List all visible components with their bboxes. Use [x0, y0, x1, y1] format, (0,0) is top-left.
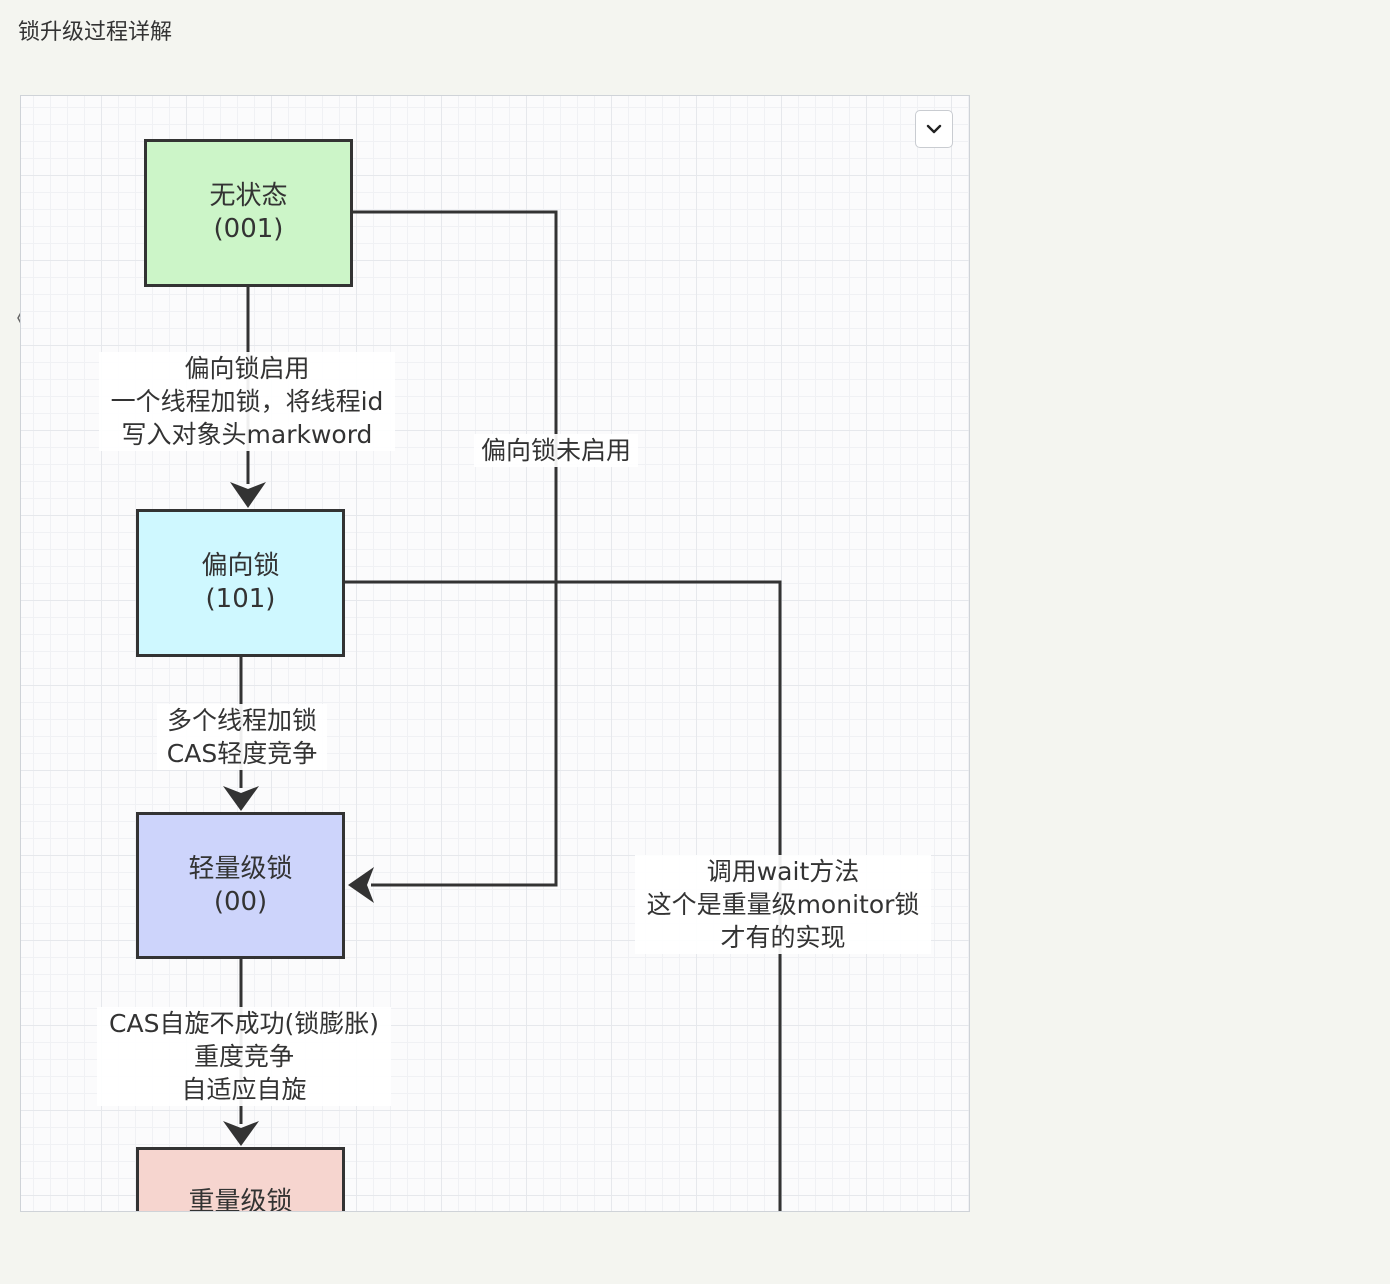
node-heavyweight: 重量级锁 — [136, 1147, 345, 1212]
edge-label-line: 才有的实现 — [720, 923, 846, 952]
node-biased: 偏向锁 (101) — [136, 509, 345, 657]
collapse-button[interactable] — [915, 110, 953, 148]
edge-label-line: 偏向锁启用 — [184, 354, 310, 383]
node-heavyweight-name: 重量级锁 — [188, 1187, 293, 1212]
node-lightweight: 轻量级锁 (00) — [136, 812, 345, 959]
node-stateless-code: (001) — [213, 214, 284, 244]
node-biased-name: 偏向锁 — [201, 551, 280, 581]
node-stateless: 无状态 (001) — [144, 139, 353, 287]
edge-label-line: 自适应自旋 — [181, 1075, 307, 1104]
edge-label-line: 重度竞争 — [193, 1042, 294, 1071]
edge-label-line: CAS自旋不成功(锁膨胀) — [109, 1009, 379, 1038]
page-title: 锁升级过程详解 — [18, 20, 173, 45]
arrowhead-to-heavyweight — [223, 1121, 259, 1146]
chevron-down-icon — [926, 124, 942, 134]
node-stateless-name: 无状态 — [209, 181, 288, 211]
edge-label-bias-disabled: 偏向锁未启用 — [474, 434, 638, 467]
edge-label-multi-thread: 多个线程加锁 CAS轻度竞争 — [157, 704, 327, 770]
edge-label-line: 多个线程加锁 — [166, 706, 317, 735]
arrowhead-to-lightweight-from-stateless — [348, 867, 374, 903]
edge-label-line: 写入对象头markword — [121, 420, 373, 449]
edge-line-wait — [344, 580, 782, 1211]
arrowhead-to-lightweight-from-biased — [223, 786, 259, 811]
edge-label-line: 一个线程加锁，将线程id — [110, 387, 384, 416]
diagram-canvas: 无状态 (001) 偏向锁 (101) 轻量级锁 (00) 重量级锁 偏向锁启用… — [20, 95, 970, 1212]
node-lightweight-code: (00) — [213, 886, 268, 917]
edge-label-bias-enabled: 偏向锁启用 一个线程加锁，将线程id 写入对象头markword — [99, 352, 395, 451]
arrowhead-to-biased — [230, 482, 266, 508]
edge-label-wait: 调用wait方法 这个是重量级monitor锁 才有的实现 — [635, 855, 931, 954]
edge-label-line: 这个是重量级monitor锁 — [646, 890, 920, 919]
edge-label-line: CAS轻度竞争 — [166, 739, 318, 768]
edge-label-line: 调用wait方法 — [706, 857, 860, 886]
edge-line-bias-disabled — [352, 210, 558, 887]
node-lightweight-name: 轻量级锁 — [188, 853, 293, 884]
node-biased-code: (101) — [205, 584, 276, 614]
edge-label-cas-fail: CAS自旋不成功(锁膨胀) 重度竞争 自适应自旋 — [97, 1007, 391, 1106]
edge-label-line: 偏向锁未启用 — [480, 436, 631, 465]
